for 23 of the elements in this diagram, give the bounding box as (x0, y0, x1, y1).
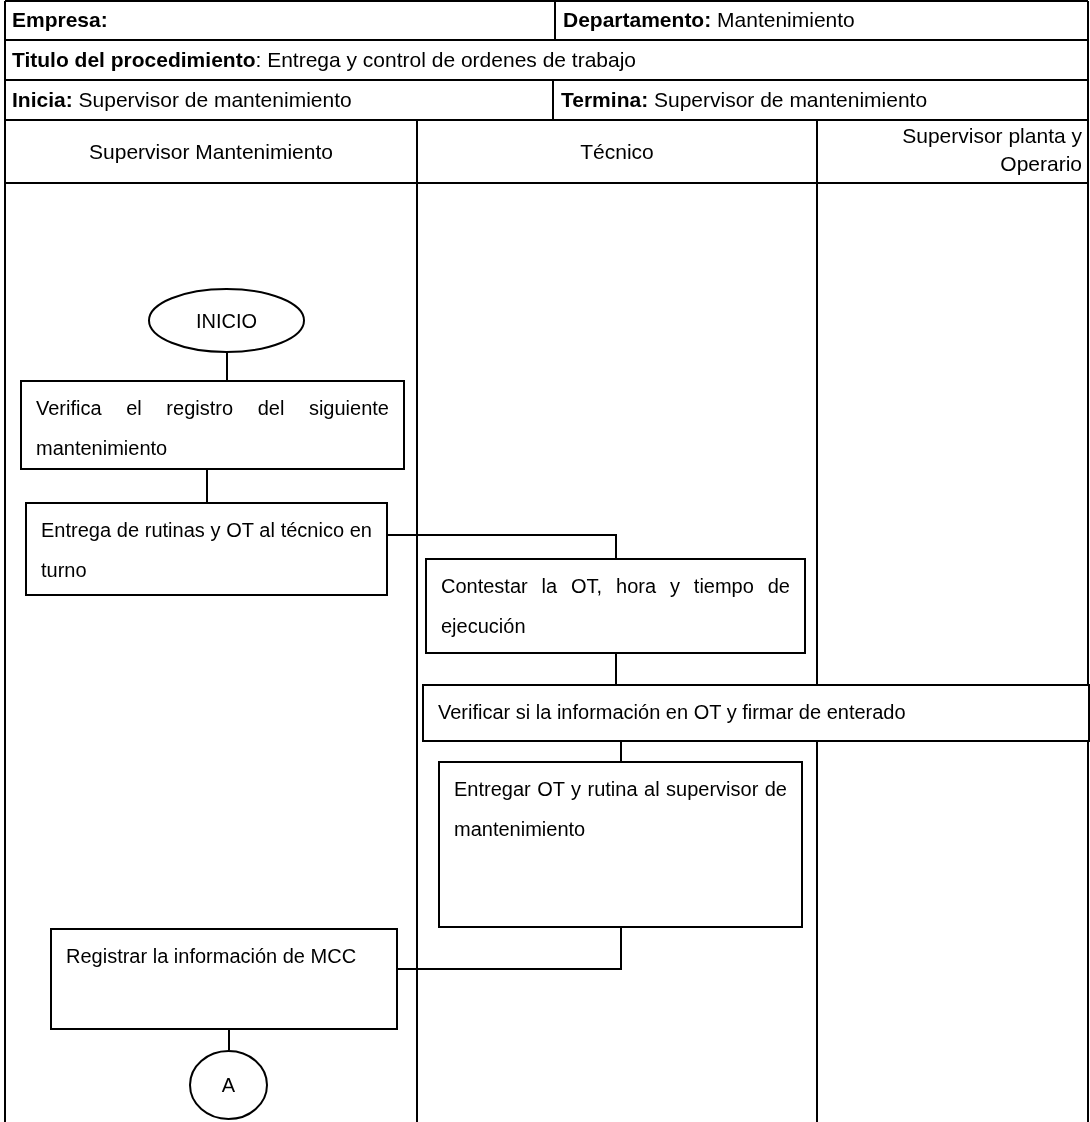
lane-heading: Supervisor planta y Operario (901, 123, 1082, 177)
form-field-text: Termina: Supervisor de mantenimiento (561, 88, 928, 112)
process-box: Registrar la información de MCC (50, 928, 398, 1030)
process-box: Entrega de rutinas y OT al técnico en turno (25, 502, 388, 596)
lane-heading: Técnico (579, 140, 655, 164)
connector-line (228, 1029, 230, 1051)
process-box: Contestar la OT, hora y tiempo de ejecución (425, 558, 806, 654)
connector-line (397, 927, 622, 970)
connector-line (206, 469, 208, 503)
connector-line (615, 653, 617, 685)
connector-line (387, 534, 617, 559)
connector-line (620, 741, 622, 762)
process-box: Verificar si la información en OT y firmar de enterado (422, 684, 1090, 742)
form-field-text: Departamento: Mantenimiento (563, 8, 855, 32)
form-field-text: Empresa: (12, 8, 108, 32)
start-terminator: INICIO (148, 288, 305, 353)
lane-heading: Supervisor Mantenimiento (88, 140, 334, 164)
form-field-text: Titulo del procedimiento: Entrega y control de ordenes de trabajo (12, 48, 637, 72)
process-box: Entregar OT y rutina al supervisor de mantenimiento (438, 761, 803, 928)
connector-circle: A (189, 1050, 268, 1120)
connector-line (226, 352, 228, 381)
process-box: Verifica el registro del siguiente mantenimiento (20, 380, 405, 470)
form-field-text: Inicia: Supervisor de mantenimiento (12, 88, 352, 112)
